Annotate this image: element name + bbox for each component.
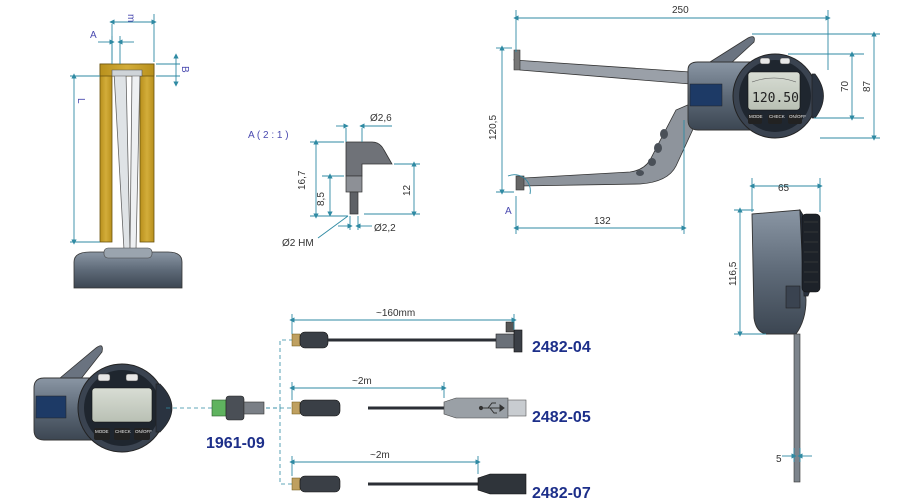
tip-pin <box>349 191 359 215</box>
gauge-connection-view: MODE CHECK ON/OFF 1961-09 <box>33 339 292 485</box>
adapter-part-number: 1961-09 <box>206 435 265 452</box>
conn-btn-onoff: ON/OFF <box>135 429 152 434</box>
gauge-dim-depth: 120,5 <box>488 115 499 140</box>
tip-dim-mid: 8,5 <box>316 192 327 206</box>
gauge-display-value: 120.50 <box>752 91 799 106</box>
bore-wall-right <box>139 63 155 243</box>
gauge-dim-height-70: 70 <box>840 80 851 92</box>
bore-gauge-head <box>73 251 183 289</box>
gauge-btn-check: CHECK <box>769 114 785 119</box>
lower-arm <box>519 103 701 187</box>
gauge-lcd <box>747 71 801 111</box>
gauge-btn-mode: MODE <box>749 114 763 119</box>
tip-dim-height: 16,7 <box>297 170 308 190</box>
cable-05-part-number: 2482-05 <box>532 409 591 426</box>
gauge-tip-label: A <box>505 206 512 217</box>
gauge-lever <box>708 36 755 65</box>
cable-07-length: ~2m <box>370 450 390 461</box>
cable-04-part-number: 2482-04 <box>532 339 591 356</box>
bore-label-m: m <box>125 14 136 22</box>
tip-detail: A ( 2 : 1 ) Ø2,6 16,7 8,5 12 Ø2,2 Ø2 HM <box>248 113 420 249</box>
cable-07-part-number: 2482-07 <box>532 485 591 500</box>
bore-label-b: B <box>179 66 190 73</box>
side-arm <box>793 333 801 483</box>
tip-dim-tip-dia: Ø2 HM <box>282 238 314 249</box>
bore-arm-left <box>113 71 131 251</box>
adapter-connector <box>211 395 265 421</box>
gauge-side-view: 65 116,5 5 <box>728 178 823 483</box>
tip-detail-title: A ( 2 : 1 ) <box>248 130 289 141</box>
gauge-front-view: 120.50 MODE CHECK ON/OFF 250 70 87 120,5… <box>488 5 880 234</box>
conn-btn-check: CHECK <box>115 429 131 434</box>
upper-arm <box>513 59 691 85</box>
side-dim-height: 116,5 <box>728 261 739 286</box>
side-body <box>751 209 807 335</box>
side-dim-bottom: 5 <box>776 454 782 465</box>
cable-2482-07: ~2m 2482-07 <box>289 450 591 500</box>
bore-detail: A m B L <box>70 14 190 289</box>
bore-wall-left <box>99 63 113 243</box>
cable-05-length: ~2m <box>352 376 372 387</box>
bore-arm-right <box>129 71 141 251</box>
side-dim-width: 65 <box>778 183 790 194</box>
gauge-btn-onoff: ON/OFF <box>789 114 806 119</box>
bore-label-l: L <box>75 98 86 104</box>
gauge-dim-reach: 132 <box>594 216 611 227</box>
bore-label-a: A <box>90 30 97 41</box>
tip-dim-right: 12 <box>402 184 413 196</box>
cable-2482-05: ~2m 2482-05 <box>289 376 591 426</box>
gauge-dim-height-87: 87 <box>862 80 873 92</box>
tip-shank <box>345 175 363 193</box>
tip-dim-top-dia: Ø2,6 <box>370 113 392 124</box>
bore-tip <box>111 69 143 77</box>
tip-body <box>345 141 393 177</box>
tip-dim-bottom-dia: Ø2,2 <box>374 223 396 234</box>
gauge-dim-length: 250 <box>672 5 689 16</box>
cable-04-length: ~160mm <box>376 308 415 319</box>
usb-icon <box>478 402 505 414</box>
conn-btn-mode: MODE <box>95 429 109 434</box>
cable-2482-04: ~160mm 2482-04 <box>289 308 591 356</box>
